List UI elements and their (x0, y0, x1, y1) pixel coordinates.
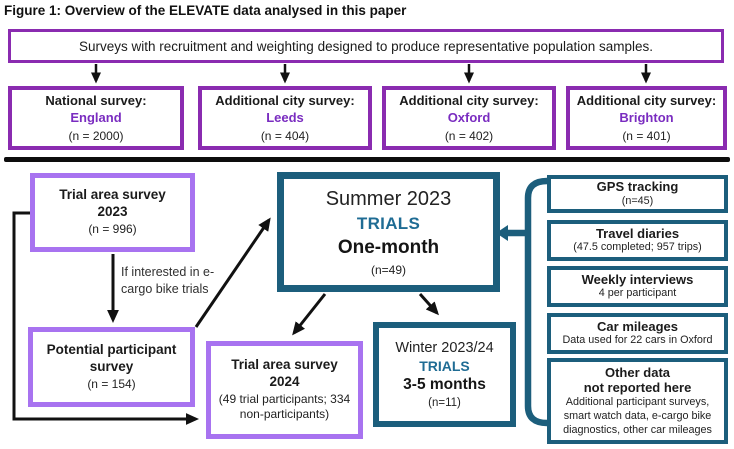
potential-participant-survey-box: Potential participant survey (n = 154) (28, 327, 195, 407)
data-box-title: Travel diaries (595, 225, 680, 241)
survey-box-england: National survey: England (n = 2000) (8, 86, 184, 150)
summer-season: Summer 2023 (325, 187, 452, 210)
survey-label-england: National survey: England (25, 93, 167, 127)
winter-trials-box: Winter 2023/24 TRIALS 3-5 months (n=11) (373, 322, 516, 427)
winter-trials-label: TRIALS (419, 358, 470, 374)
summer-trials-box: Summer 2023 TRIALS One-month (n=49) (277, 172, 500, 292)
survey-n: (n = 402) (444, 128, 494, 143)
winter-season: Winter 2023/24 (395, 340, 494, 356)
survey-highlight: England (70, 110, 122, 125)
summer-trials-label: TRIALS (356, 213, 421, 233)
population-header-box: Surveys with recruitment and weighting d… (8, 29, 724, 63)
data-box-detail: Additional participant surveys, smart wa… (563, 395, 712, 436)
survey-box-leeds: Additional city survey: Leeds (n = 404) (198, 86, 372, 150)
travel-diaries-box: Travel diaries (47.5 completed; 957 trip… (547, 220, 728, 261)
survey-label-brighton: Additional city survey: Brighton (576, 93, 718, 127)
data-box-detail: (n=45) (621, 194, 654, 207)
survey-n: (n = 401) (622, 128, 671, 143)
data-box-title: GPS tracking (596, 179, 679, 195)
winter-n: (n=11) (428, 397, 461, 409)
survey-n: (n = 2000) (68, 128, 124, 143)
box-title: Potential participant survey (46, 341, 177, 374)
data-box-detail: Data used for 22 cars in Oxford (562, 334, 713, 347)
survey-highlight: Oxford (447, 110, 491, 125)
bracket-tip-icon (496, 225, 508, 241)
data-box-title: Weekly interviews (581, 271, 694, 287)
figure-title: Figure 1: Overview of the ELEVATE data a… (4, 3, 407, 18)
other-data-box: Other data not reported here Additional … (547, 358, 728, 444)
survey-n: (n = 404) (260, 128, 310, 143)
survey-box-brighton: Additional city survey: Brighton (n = 40… (566, 86, 727, 150)
data-box-title: Car mileages (597, 318, 678, 334)
survey-prefix: Additional city survey: (576, 93, 717, 109)
trial-area-survey-2024-box: Trial area survey 2024 (49 trial partici… (206, 341, 363, 439)
survey-prefix: National survey: (45, 93, 147, 109)
data-box-detail: (47.5 completed; 957 trips) (573, 241, 702, 254)
weekly-interviews-box: Weekly interviews 4 per participant (547, 266, 728, 307)
survey-highlight: Brighton (619, 110, 674, 125)
survey-box-oxford: Additional city survey: Oxford (n = 402) (382, 86, 556, 150)
car-mileages-box: Car mileages Data used for 22 cars in Ox… (547, 313, 728, 354)
box-n: (n = 996) (88, 222, 137, 237)
section-divider (4, 157, 730, 162)
bracket-trial-data (524, 177, 548, 427)
survey-label-leeds: Additional city survey: Leeds (214, 93, 356, 127)
trial-area-survey-2023-box: Trial area survey 2023 (n = 996) (30, 173, 195, 252)
survey-prefix: Additional city survey: (399, 93, 539, 109)
connector-2023-to-2024 (12, 211, 199, 425)
gps-tracking-box: GPS tracking (n=45) (547, 175, 728, 213)
summer-n: (n=49) (370, 262, 407, 277)
data-box-detail: 4 per participant (598, 287, 677, 300)
box-title: Trial area survey 2024 (231, 357, 338, 389)
box-title: Trial area survey 2023 (59, 187, 166, 220)
arrow-potential-to-summer (194, 217, 271, 328)
population-header-text: Surveys with recruitment and weighting d… (78, 38, 654, 54)
arrow-summer-to-2024 (292, 293, 327, 336)
summer-duration: One-month (337, 236, 440, 258)
survey-prefix: Additional city survey: (215, 93, 355, 109)
arrow-summer-to-winter (418, 292, 440, 316)
survey-label-oxford: Additional city survey: Oxford (398, 93, 540, 127)
data-box-title-line2: not reported here (583, 380, 692, 396)
data-box-title: Other data (604, 364, 670, 380)
box-detail: (49 trial participants; 334 non-particip… (218, 391, 351, 422)
box-n: (n = 154) (87, 376, 136, 391)
survey-highlight: Leeds (266, 110, 304, 125)
winter-duration: 3-5 months (403, 376, 486, 393)
condition-label: If interested in e-cargo bike trials (121, 265, 215, 296)
